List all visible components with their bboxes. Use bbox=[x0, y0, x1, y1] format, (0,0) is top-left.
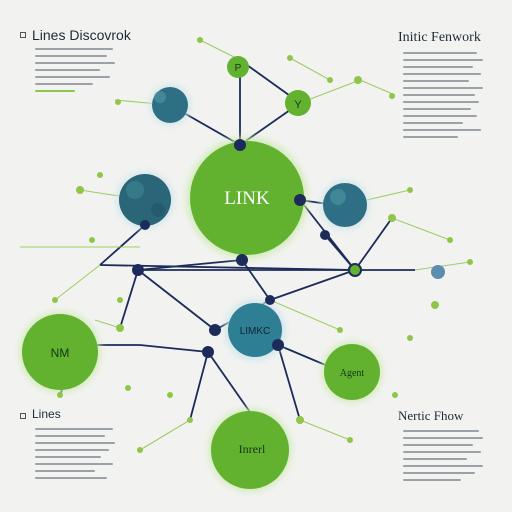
text-block-top-left bbox=[35, 48, 115, 97]
junction-dots bbox=[132, 139, 330, 358]
svg-text:P: P bbox=[235, 63, 242, 74]
center-node[interactable]: LINK bbox=[187, 138, 307, 258]
heading-top-left: Lines Discovrok bbox=[32, 27, 131, 43]
bottom-green-node[interactable]: Inrerl bbox=[209, 409, 291, 491]
teal-node-left[interactable] bbox=[117, 172, 173, 228]
bottom-green-node-label: Inrerl bbox=[239, 442, 266, 456]
heading-bottom-left: Lines bbox=[32, 407, 61, 421]
junction-dot-green bbox=[348, 263, 362, 277]
heading-top-right: Initic Fenwork bbox=[398, 30, 481, 45]
text-block-bottom-left bbox=[35, 428, 115, 484]
accent-dots bbox=[52, 37, 473, 453]
text-block-top-right bbox=[403, 52, 483, 143]
connector-lines bbox=[59, 59, 415, 421]
right-green-node-label: Agent bbox=[340, 368, 365, 379]
square-icon bbox=[20, 32, 26, 38]
teal-node-mid[interactable]: LIMKC bbox=[225, 300, 285, 360]
teal-node-mid-label: LIMKC bbox=[240, 326, 271, 337]
junction-dot-blue bbox=[431, 265, 445, 279]
teal-node-right[interactable] bbox=[321, 181, 369, 229]
small-node-p[interactable]: P bbox=[227, 56, 249, 78]
small-node-y[interactable]: Y bbox=[285, 90, 311, 116]
left-green-node[interactable]: NM bbox=[20, 312, 100, 392]
heading-bottom-right: Nertic Fhow bbox=[398, 408, 464, 423]
center-node-label: LINK bbox=[224, 188, 270, 209]
right-green-node[interactable]: Agent bbox=[322, 342, 382, 402]
left-green-node-label: NM bbox=[51, 346, 70, 360]
text-block-bottom-right bbox=[403, 430, 483, 486]
square-icon bbox=[20, 413, 26, 419]
svg-text:Y: Y bbox=[294, 99, 302, 111]
teal-node-top-left[interactable] bbox=[150, 85, 190, 125]
